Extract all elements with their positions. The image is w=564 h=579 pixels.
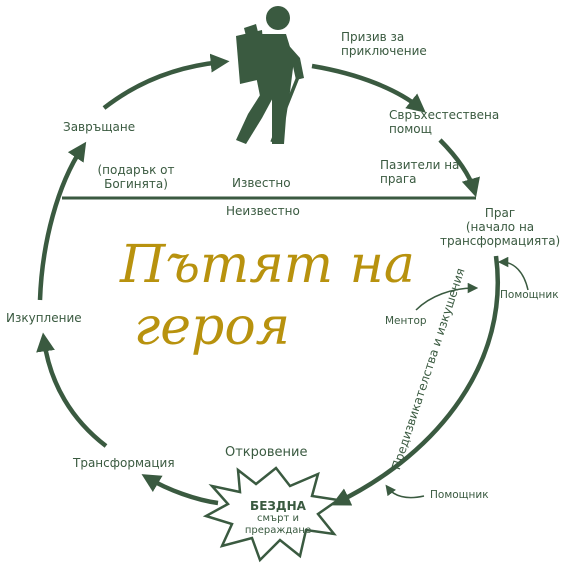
main-title: Пътят на героя — [120, 234, 420, 358]
threshold-label: Праг (начало на трансформацията) — [440, 206, 561, 248]
goddess-gift-label: (подарък от Богинята) — [97, 163, 175, 191]
arrow-abyss-to-transformation — [141, 474, 219, 506]
arrow-return-to-hero — [102, 53, 230, 110]
abyss-text: БЕЗДНА смърт и прераждане — [228, 499, 328, 537]
abyss-burst — [202, 466, 342, 563]
arrow-helper-bottom — [385, 484, 425, 499]
abyss-subtitle: смърт и прераждане — [244, 513, 312, 536]
mentor-label: Ментор — [385, 315, 427, 327]
return-label: Завръщане — [63, 120, 136, 134]
helper-bottom-label: Помощник — [430, 489, 489, 501]
known-label: Известно — [232, 176, 291, 190]
title-line-1: Пътят на — [120, 235, 415, 295]
threshold-guardians-label: Пазители на прага — [380, 158, 460, 186]
hiker-icon — [236, 6, 304, 144]
revelation-label: Откровение — [225, 445, 308, 460]
arrow-aid-to-threshold — [438, 138, 480, 198]
unknown-label: Неизвестно — [226, 204, 300, 218]
arrow-atonement-to-return — [37, 141, 87, 301]
abyss-title: БЕЗДНА — [250, 499, 306, 513]
arrow-call-to-aid — [311, 63, 426, 113]
arrow-transformation-to-atonement — [36, 332, 108, 448]
arrow-threshold-to-abyss — [331, 255, 500, 506]
title-line-2: героя — [134, 297, 291, 357]
transformation-label: Трансформация — [73, 456, 175, 470]
supernatural-aid-label: Свръхестествена помощ — [389, 108, 500, 136]
call-to-adventure-label: Призив за приключение — [341, 30, 427, 58]
arrow-helper-top — [497, 256, 529, 291]
helper-top-label: Помощник — [500, 289, 559, 301]
atonement-label: Изкупление — [6, 311, 82, 325]
arrow-mentor — [415, 282, 479, 311]
